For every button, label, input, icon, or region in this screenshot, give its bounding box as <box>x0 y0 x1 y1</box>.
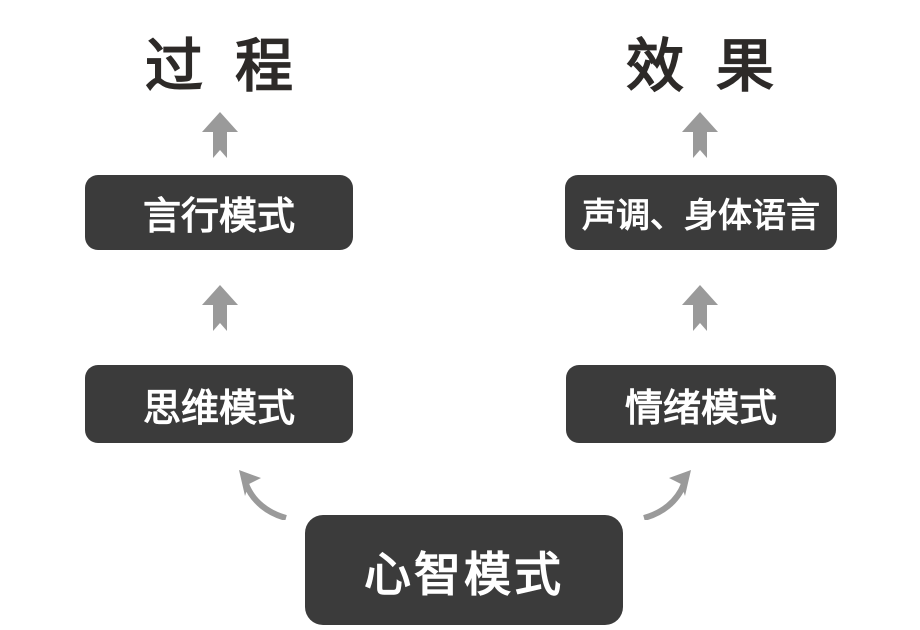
up-arrow-icon <box>202 285 238 331</box>
box-thinking-pattern: 思维模式 <box>85 365 353 443</box>
column-title-process: 过 程 <box>144 34 302 99</box>
up-arrow-icon <box>202 112 238 158</box>
column-title-effect: 效 果 <box>625 34 783 99</box>
up-arrow-icon <box>682 285 718 331</box>
curved-arrow-up-left-icon <box>239 470 287 520</box>
up-arrow-icon <box>682 112 718 158</box>
box-speech-behavior-pattern: 言行模式 <box>85 175 353 250</box>
box-mental-model: 心智模式 <box>305 515 623 625</box>
curved-arrow-up-right-icon <box>643 470 691 520</box>
box-tone-body-language: 声调、身体语言 <box>565 175 837 250</box>
box-emotion-pattern: 情绪模式 <box>566 365 836 443</box>
